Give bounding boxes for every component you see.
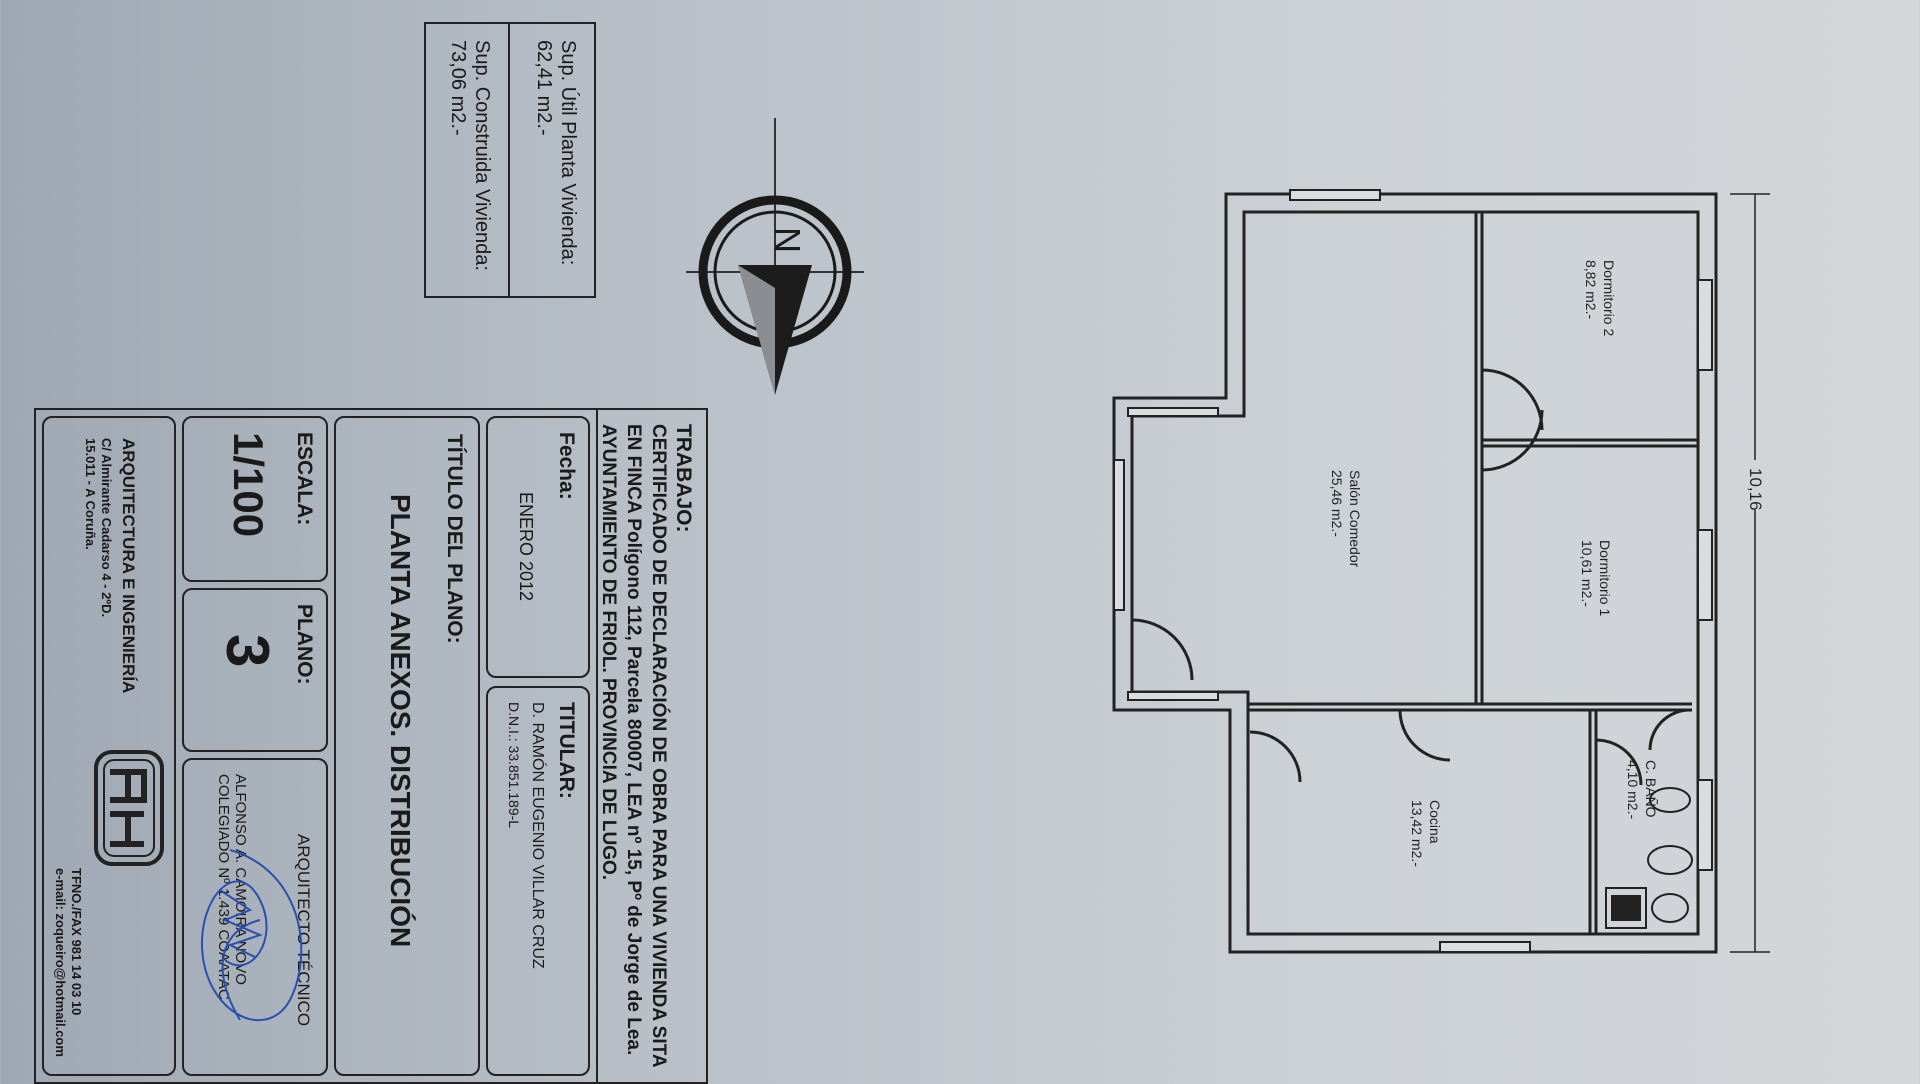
firm-contact: C/ Almirante Cadarso 4 - 2ºD. 15.011 - A… (82, 438, 114, 698)
compass-north-letter: N (767, 227, 808, 253)
holder-name: D. RAMÓN EUGENIO VILLAR CRUZ (529, 702, 546, 969)
room-name-salon-comedor: Salón Comedor (1347, 470, 1363, 568)
room-area-bano: 4,10 m2.- (1625, 760, 1641, 819)
plan-title-cell: TÍTULO DEL PLANO: PLANTA ANEXOS. DISTRIB… (334, 416, 480, 1076)
holder-id: D.N.I.: 33.851.189-L (506, 702, 522, 829)
room-name-dormitorio-2: Dormitorio 2 (1601, 260, 1617, 336)
room-area-dormitorio-2: 8,82 m2.- (1583, 260, 1599, 319)
firm-phone: TFNO./FAX 981 14 03 10 (69, 868, 84, 1016)
firm-contact-2: TFNO./FAX 981 14 03 10 e-mail: zoqueiro@… (52, 868, 84, 1057)
architect-cell: ARQUITECTO TÉCNICO ALFONSO A. CAMOIRA NO… (182, 758, 328, 1076)
plan-title-label: TÍTULO DEL PLANO: (443, 434, 466, 644)
firm-logo-icon (94, 750, 164, 866)
useful-area: Sup. Útil Planta Vivienda: 62,41 m2.- (510, 24, 594, 296)
built-area-label: Sup. Construida Vivienda: (471, 40, 493, 271)
firm-address-2: 15.011 - A Coruña. (83, 438, 98, 550)
room-name-bano: C. BAÑO (1643, 760, 1659, 818)
useful-area-label: Sup. Útil Planta Vivienda: (557, 40, 579, 266)
built-area-value: 73,06 m2.- (447, 40, 469, 136)
job-section: TRABAJO: CERTIFICADO DE DECLARACIÓN DE O… (596, 410, 706, 1082)
sheet-label: PLANO: (293, 604, 316, 685)
room-area-cocina: 13,42 m2.- (1409, 800, 1425, 867)
holder-label: TITULAR: (555, 702, 578, 799)
sheet-number: 3 (214, 634, 281, 668)
sheet-cell: PLANO: 3 (182, 588, 328, 752)
north-arrow-icon: N (686, 118, 864, 395)
overall-dimension: 10,16 (1746, 468, 1765, 511)
room-area-dormitorio-1: 10,61 m2.- (1579, 540, 1595, 607)
room-name-cocina: Cocina (1427, 800, 1443, 844)
date-label: Fecha: (555, 432, 578, 500)
room-name-dormitorio-1: Dormitorio 1 (1597, 540, 1613, 616)
date-value: ENERO 2012 (516, 492, 536, 602)
job-label: TRABAJO: (672, 424, 695, 533)
job-description: CERTIFICADO DE DECLARACIÓN DE OBRA PARA … (598, 424, 669, 1067)
holder-cell: TITULAR: D. RAMÓN EUGENIO VILLAR CRUZ D.… (486, 686, 590, 1076)
signature (200, 849, 303, 1022)
floor-plan: 10,16 Dormitorio 2 8,82 m2.- Salón Comed… (1112, 189, 1770, 954)
scale-value: 1/100 (225, 432, 272, 538)
room-area-salon-comedor: 25,46 m2.- (1329, 470, 1345, 537)
useful-area-value: 62,41 m2.- (533, 40, 555, 136)
title-block: TRABAJO: CERTIFICADO DE DECLARACIÓN DE O… (34, 408, 708, 1084)
firm-email: e-mail: zoqueiro@hotmail.com (53, 868, 68, 1057)
scale-label: ESCALA: (293, 432, 316, 526)
firm-address-1: C/ Almirante Cadarso 4 - 2ºD. (99, 438, 114, 618)
surface-area-box: Sup. Útil Planta Vivienda: 62,41 m2.- Su… (424, 22, 596, 298)
built-area: Sup. Construida Vivienda: 73,06 m2.- (426, 24, 510, 296)
plan-title-value: PLANTA ANEXOS. DISTRIBUCIÓN (385, 494, 416, 948)
firm-cell: ARQUITECTURA E INGENIERÍA C/ Almirante C… (42, 416, 176, 1076)
firm-name: ARQUITECTURA E INGENIERÍA (119, 438, 138, 694)
scale-cell: ESCALA: 1/100 (182, 416, 328, 582)
date-cell: Fecha: ENERO 2012 (486, 416, 590, 678)
